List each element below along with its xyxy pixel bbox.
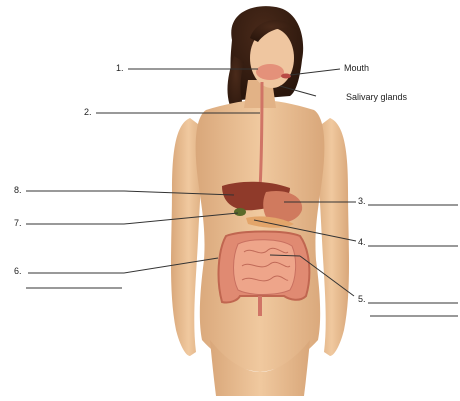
salivary-gland-shape bbox=[256, 64, 284, 80]
label-6: 6. bbox=[14, 266, 22, 276]
rectum-shape bbox=[258, 296, 262, 316]
label-2: 2. bbox=[84, 107, 92, 117]
label-mouth: Mouth bbox=[344, 63, 369, 73]
label-salivary-glands: Salivary glands bbox=[346, 92, 407, 102]
small-intestine-shape bbox=[234, 240, 296, 295]
label-1: 1. bbox=[116, 63, 124, 73]
label-7: 7. bbox=[14, 218, 22, 228]
gallbladder-shape bbox=[234, 208, 246, 216]
label-8: 8. bbox=[14, 185, 22, 195]
label-5: 5. bbox=[358, 294, 366, 304]
mouth-shape bbox=[281, 74, 291, 79]
label-3: 3. bbox=[358, 196, 366, 206]
label-4: 4. bbox=[358, 237, 366, 247]
